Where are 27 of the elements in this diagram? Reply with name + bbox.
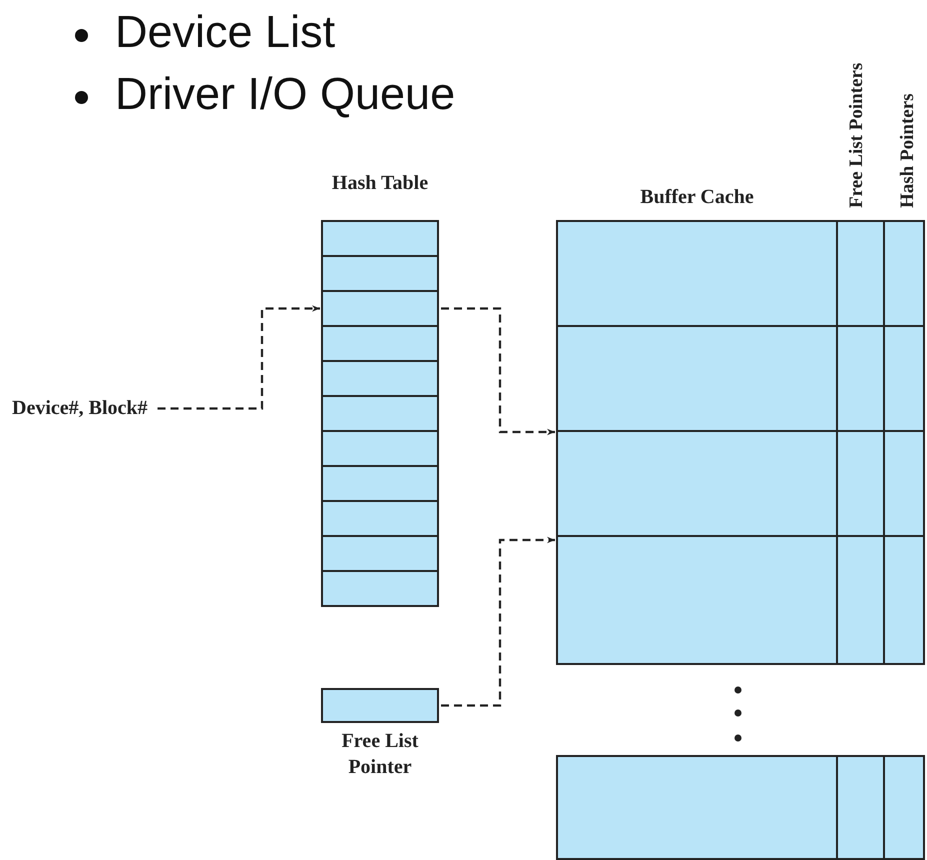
bullet-text: Driver I/O Queue xyxy=(115,68,456,119)
table-slot xyxy=(321,360,439,397)
table-slot xyxy=(321,255,439,292)
table-slot xyxy=(321,465,439,502)
buffer-row xyxy=(556,535,925,665)
table-slot xyxy=(321,570,439,607)
table-heading: Hash Table xyxy=(330,172,430,195)
dashed-arrow xyxy=(441,307,555,436)
dashed-arrow xyxy=(158,305,320,410)
table-slot xyxy=(321,535,439,572)
table-slot xyxy=(321,500,439,537)
buffer-row xyxy=(556,430,925,537)
buffer-row xyxy=(556,325,925,432)
dashed-arrow xyxy=(441,536,555,707)
bullet-text: Device List xyxy=(115,6,336,57)
column-heading: Free List Pointers xyxy=(846,62,868,208)
buffer-row xyxy=(556,755,925,860)
column-heading: Hash Pointers xyxy=(897,92,919,208)
box-caption: Free List Pointer xyxy=(340,729,420,780)
table-heading: Buffer Cache xyxy=(639,186,755,209)
input-label: Device#, Block# xyxy=(12,397,148,420)
table-slot xyxy=(321,325,439,362)
table-slot xyxy=(321,220,439,257)
table-slot xyxy=(321,430,439,467)
table-slot xyxy=(321,395,439,432)
buffer-row xyxy=(556,220,925,327)
table-slot xyxy=(321,290,439,327)
